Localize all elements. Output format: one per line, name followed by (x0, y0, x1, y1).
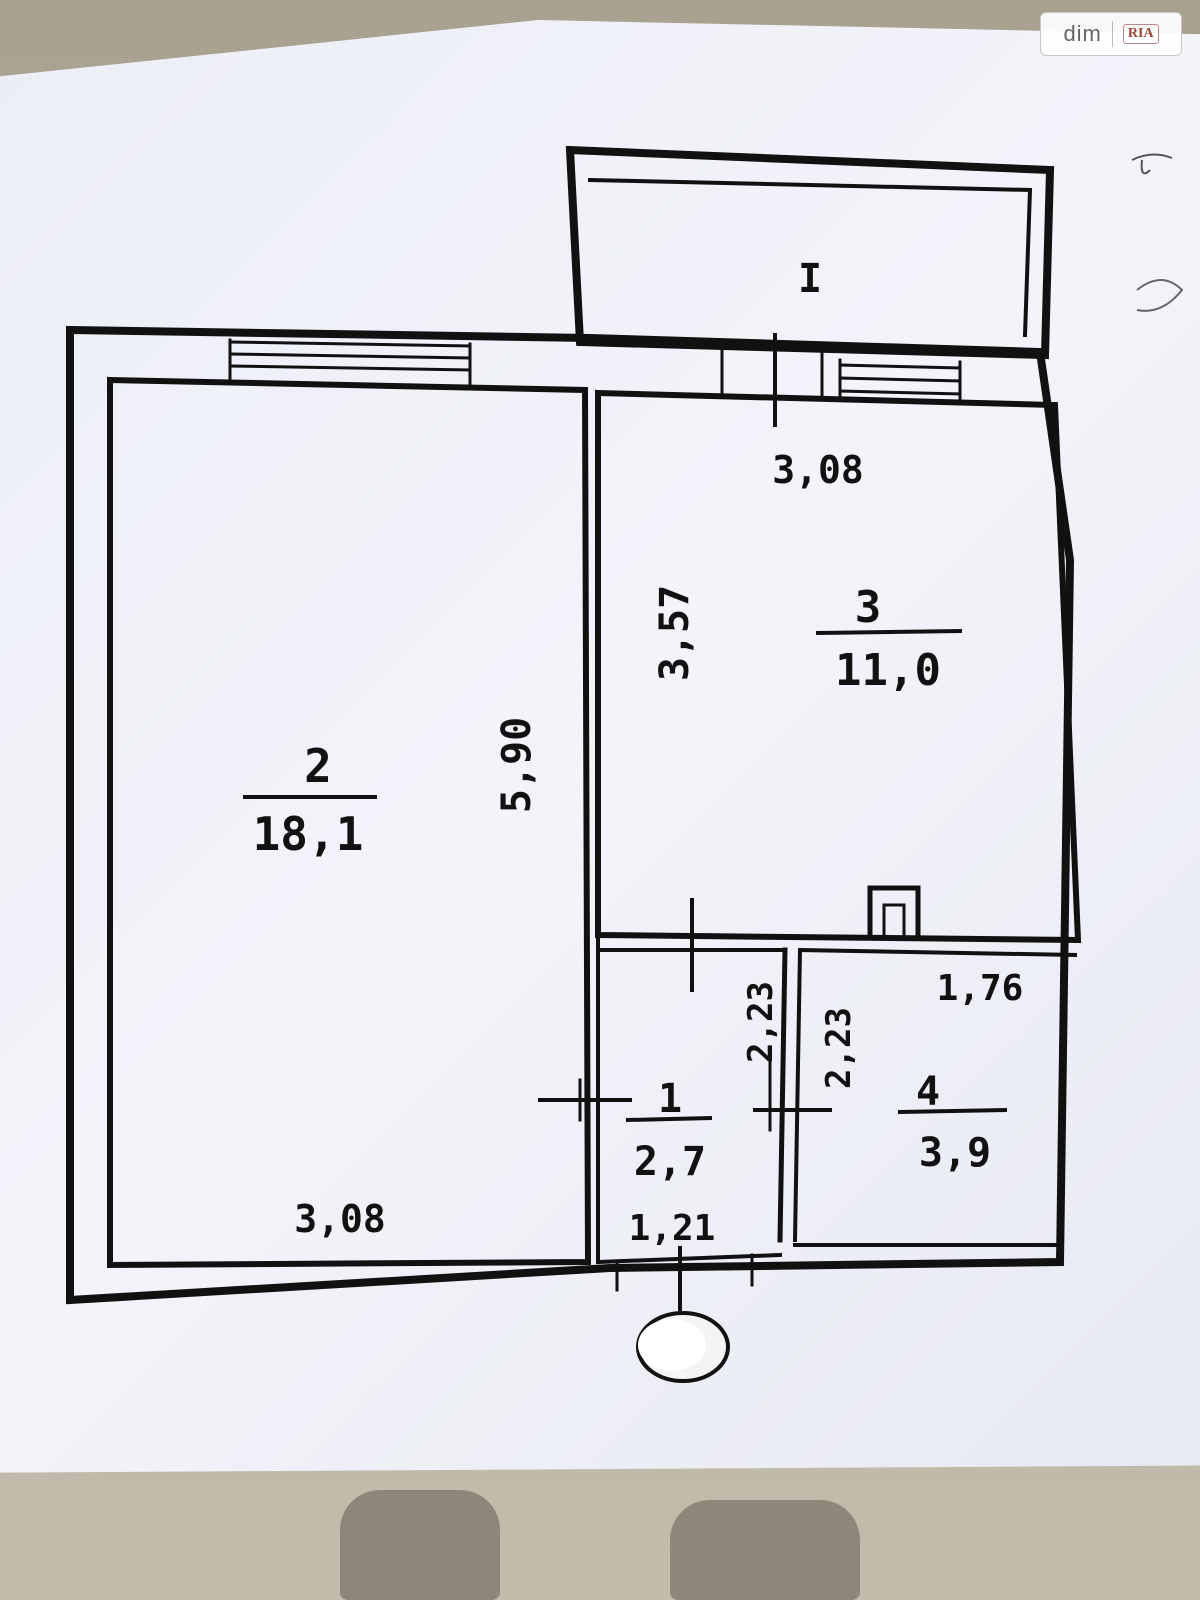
outer-walls (66, 145, 1082, 1322)
watermark-divider (1111, 21, 1113, 47)
dim-room3-height: 3,57 (652, 585, 698, 681)
room-1-area: 2,7 (634, 1139, 706, 1185)
entrance-marker (636, 1311, 730, 1383)
room-2-area: 18,1 (253, 807, 364, 861)
handwriting-scribble (1131, 153, 1184, 312)
dim-room1-width: 1,21 (629, 1208, 716, 1249)
room-2-number: 2 (304, 739, 332, 793)
room-3-area: 11,0 (835, 645, 941, 696)
balcony-label: I (798, 256, 822, 302)
watermark-sub: RIA (1122, 24, 1159, 44)
dim-room4-width: 1,76 (937, 968, 1024, 1009)
dim-top-room3: 3,08 (772, 448, 864, 492)
dim-ria-watermark: dim RIA (1040, 12, 1182, 56)
shoes-photo-detail (330, 1480, 890, 1600)
room-4-area: 3,9 (919, 1130, 991, 1176)
watermark-brand: dim (1063, 21, 1102, 46)
dim-room1-height: 2,23 (741, 981, 781, 1063)
dim-room4-height: 2,23 (819, 1007, 859, 1089)
room-3-number: 3 (855, 582, 882, 633)
room-4-number: 4 (916, 1069, 940, 1115)
dim-bottom-room2: 3,08 (294, 1197, 386, 1241)
dim-room2-height: 5,90 (494, 717, 540, 813)
room-1-number: 1 (658, 1076, 682, 1122)
